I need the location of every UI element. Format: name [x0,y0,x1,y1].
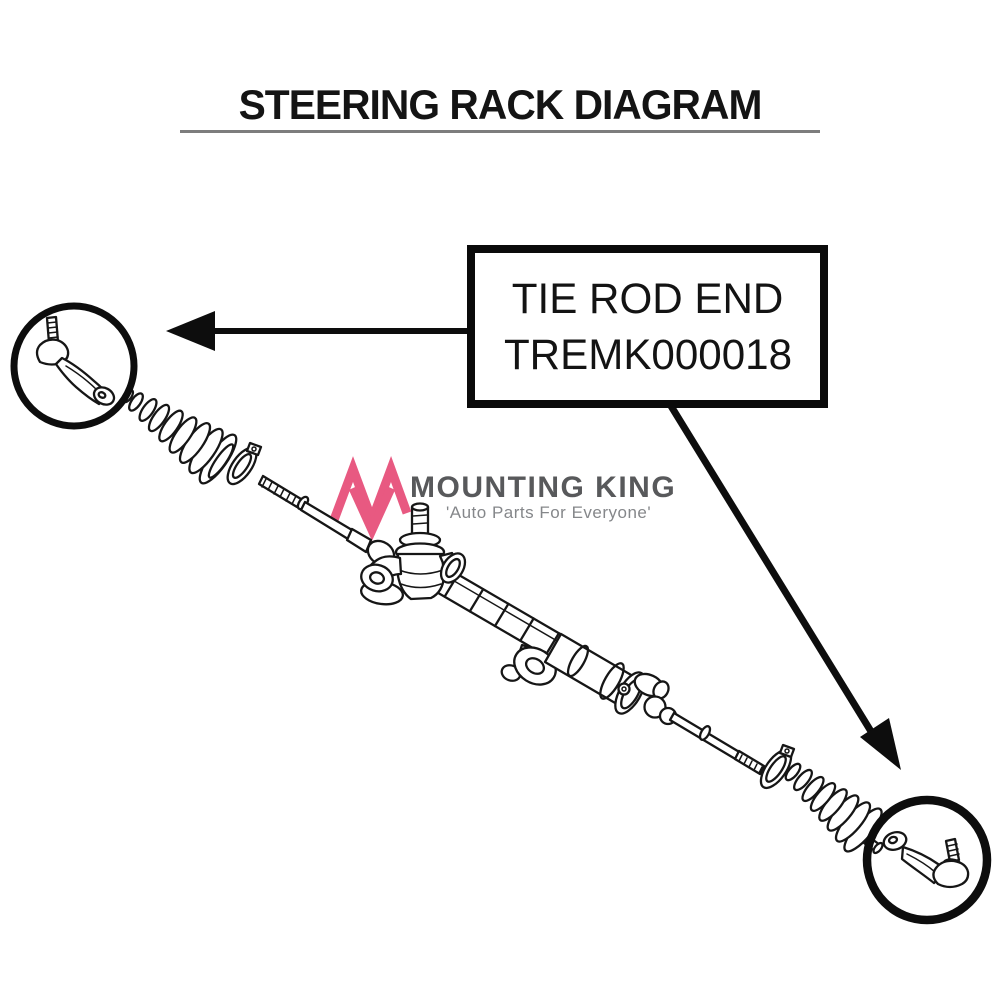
brand-name: MOUNTING KING [410,471,677,504]
right-magnifier-circle [862,795,992,925]
tie-rod-end-left-icon [35,315,116,406]
tie-rod-end-right-icon [882,831,970,889]
brand-tagline: 'Auto Parts For Everyone' [446,503,652,522]
diagonal-arrow-icon [668,404,901,770]
clamp-left-icon [226,441,263,486]
inner-tie-rod-right-icon [643,695,770,777]
left-arrow-icon [166,311,470,351]
page-title: STEERING RACK DIAGRAM [238,81,763,128]
brand-monogram-icon [329,455,412,541]
title-underline [180,130,820,133]
callout-box: TIE ROD END TREMK000018 [467,245,828,408]
mount-bushing-icon [500,643,557,686]
left-magnifier-circle [10,302,138,430]
pinion-housing-icon [359,502,467,606]
boot-left-icon [121,388,238,485]
clamp-right-icon [759,743,796,790]
rack-cylinder-icon [543,632,646,715]
callout-part-number: TREMK000018 [503,330,792,379]
steering-rack-drawing [35,315,970,889]
callout-part-name: TIE ROD END [511,274,784,323]
